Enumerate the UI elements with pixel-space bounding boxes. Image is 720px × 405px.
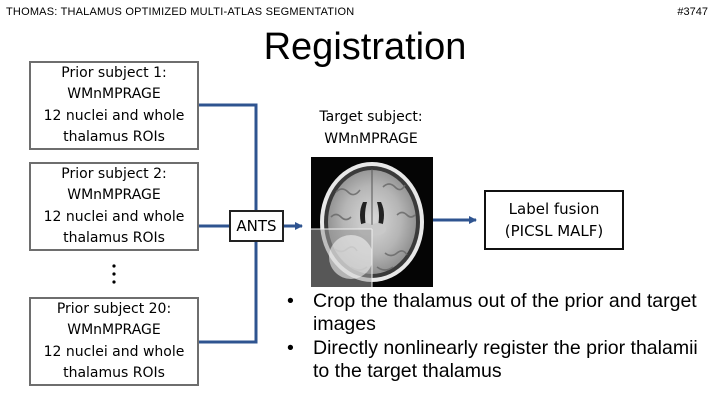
prior-subject-1-title: Prior subject 1: <box>61 64 167 81</box>
prior-subject-1-rois-line2: thalamus ROIs <box>63 129 165 145</box>
label-fusion-method: (PICSL MALF) <box>504 222 604 240</box>
bullet-item: • Directly nonlinearly register the prio… <box>284 337 716 383</box>
label-fusion-title: Label fusion <box>508 200 600 218</box>
ants-box: ANTS <box>229 210 284 242</box>
connector-prior-20 <box>199 226 258 344</box>
bullet-dot: • <box>287 337 294 359</box>
prior-subject-2-rois-line1: 12 nuclei and whole <box>43 208 185 225</box>
header-title: THOMAS: THALAMUS OPTIMIZED MULTI-ATLAS S… <box>6 6 355 18</box>
prior-subject-20-rois-line2: thalamus ROIs <box>63 365 165 381</box>
prior-subject-2-title: Prior subject 2: <box>61 165 167 182</box>
prior-subject-2-modality: WMnMPRAGE <box>67 187 161 203</box>
prior-subject-20-box: Prior subject 20: WMnMPRAGE 12 nuclei an… <box>29 297 199 386</box>
target-subject-modality: WMnMPRAGE <box>324 131 418 147</box>
bullet-dot: • <box>287 290 294 312</box>
prior-subject-20-rois-line1: 12 nuclei and whole <box>43 343 185 360</box>
prior-subject-1-rois-line1: 12 nuclei and whole <box>43 107 185 124</box>
brain-mri-image <box>311 157 433 287</box>
ants-label: ANTS <box>236 217 277 235</box>
target-subject-label: Target subject: WMnMPRAGE <box>300 106 442 150</box>
bullet-text-crop: Crop the thalamus out of the prior and t… <box>313 290 697 335</box>
label-fusion-box: Label fusion (PICSL MALF) <box>484 190 624 250</box>
bullet-text-register: Directly nonlinearly register the prior … <box>313 337 698 382</box>
prior-subject-2-box: Prior subject 2: WMnMPRAGE 12 nuclei and… <box>29 162 199 251</box>
connector-prior-1 <box>199 103 258 226</box>
slide-number: #3747 <box>677 6 708 18</box>
prior-subject-2-rois-line2: thalamus ROIs <box>63 230 165 246</box>
prior-subject-20-title: Prior subject 20: <box>56 300 172 317</box>
bullet-list: • Crop the thalamus out of the prior and… <box>284 290 716 384</box>
prior-subject-1-modality: WMnMPRAGE <box>67 86 161 102</box>
target-subject-title: Target subject: <box>319 109 423 125</box>
slide-title: Registration <box>263 26 467 68</box>
prior-subject-20-modality: WMnMPRAGE <box>67 322 161 338</box>
vertical-ellipsis-icon <box>112 264 116 284</box>
prior-subject-1-box: Prior subject 1: WMnMPRAGE 12 nuclei and… <box>29 61 199 150</box>
bullet-item: • Crop the thalamus out of the prior and… <box>284 290 716 336</box>
